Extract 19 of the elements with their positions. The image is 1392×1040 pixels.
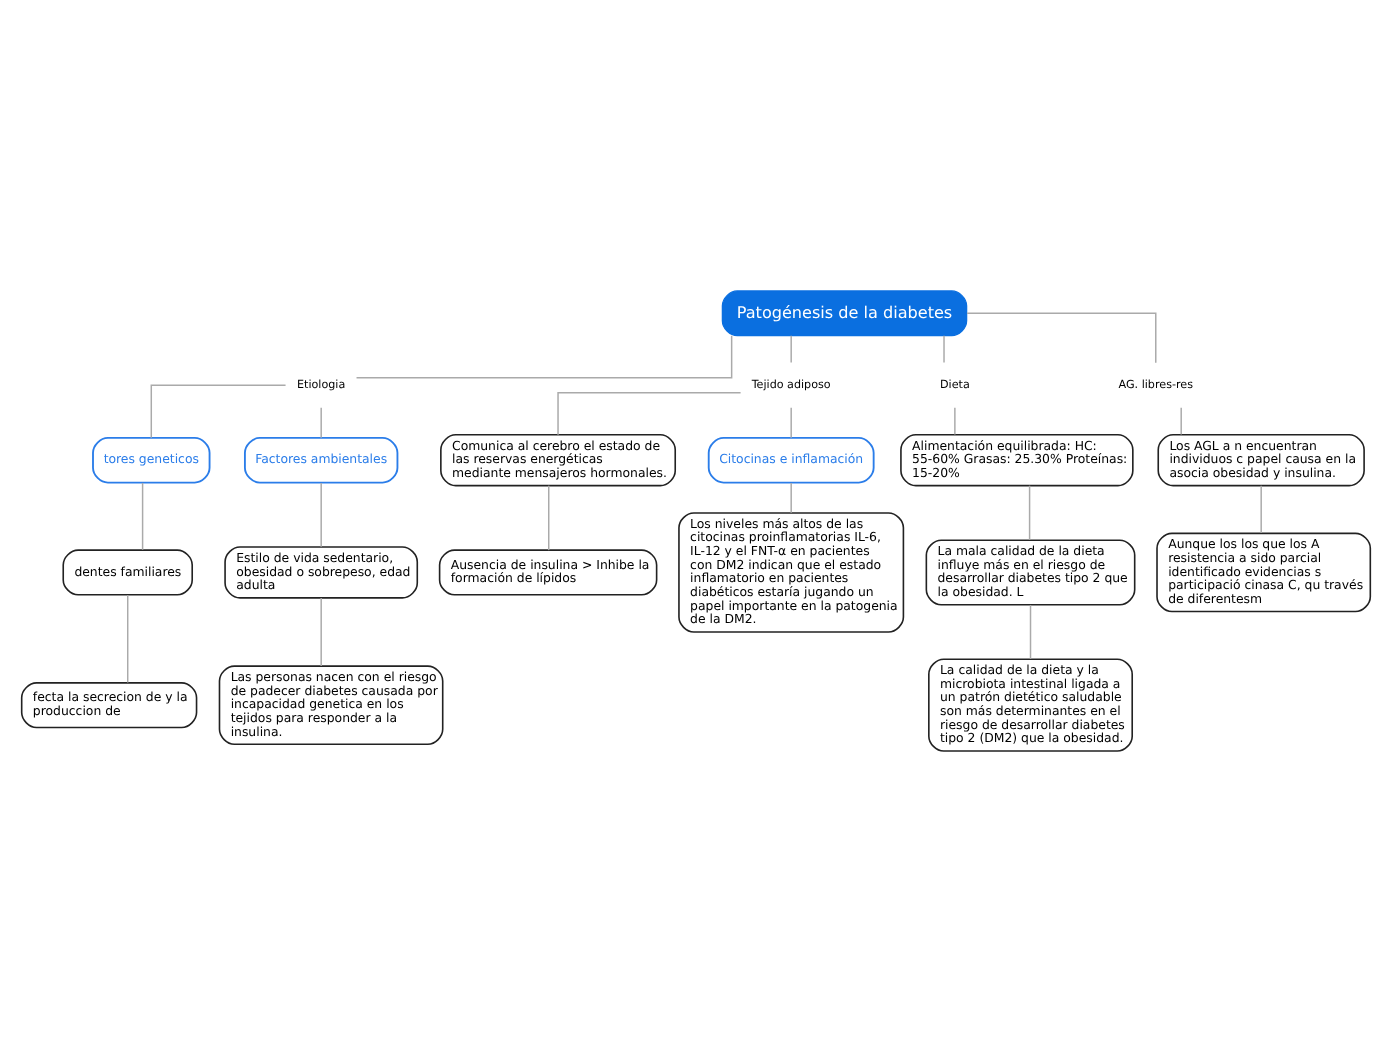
connector (966, 311, 1157, 363)
connector (790, 405, 792, 438)
connector (548, 483, 550, 550)
connector (1180, 405, 1182, 435)
connector (320, 596, 322, 666)
connector (1029, 603, 1032, 659)
connector (954, 405, 956, 435)
connector (141, 481, 144, 550)
connector (790, 481, 792, 513)
connector (557, 390, 742, 435)
connector (1260, 483, 1262, 533)
connector (320, 405, 322, 438)
connector (150, 383, 287, 438)
connector (355, 334, 733, 378)
connector (320, 481, 322, 547)
connector (790, 333, 792, 363)
connector (943, 333, 945, 363)
connector (1028, 483, 1031, 540)
connector (126, 593, 129, 683)
